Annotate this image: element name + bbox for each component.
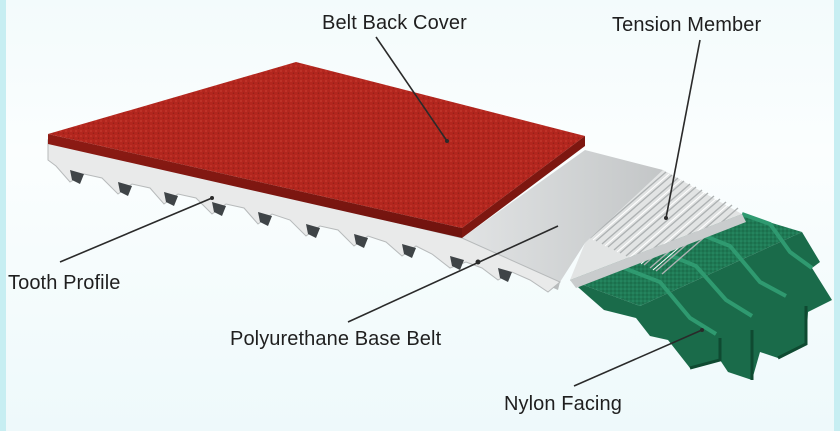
label-tension-member: Tension Member [612,14,762,36]
leader-line-polyurethane-base-belt [347,225,559,323]
nylon-facing-teeth [570,232,832,380]
leader-line-belt-back-cover [375,36,448,142]
label-polyurethane-base-belt: Polyurethane Base Belt [230,328,442,350]
leader-lines [59,36,703,387]
back-cover-top [48,62,585,228]
label-belt-back-cover: Belt Back Cover [322,12,467,34]
polyurethane-base-belt-layer [47,139,663,293]
tooth-strip [47,139,561,293]
base-belt-top [462,150,663,282]
label-nylon-facing: Nylon Facing [504,393,622,415]
nylon-facing-layer [570,212,832,380]
belt-back-cover-layer [48,62,585,238]
back-cover-edge [48,134,462,238]
leader-line-tooth-profile [59,197,213,263]
leader-line-nylon-facing [573,329,703,387]
leader-line-tension-member [665,39,701,219]
label-tooth-profile: Tooth Profile [8,272,121,294]
